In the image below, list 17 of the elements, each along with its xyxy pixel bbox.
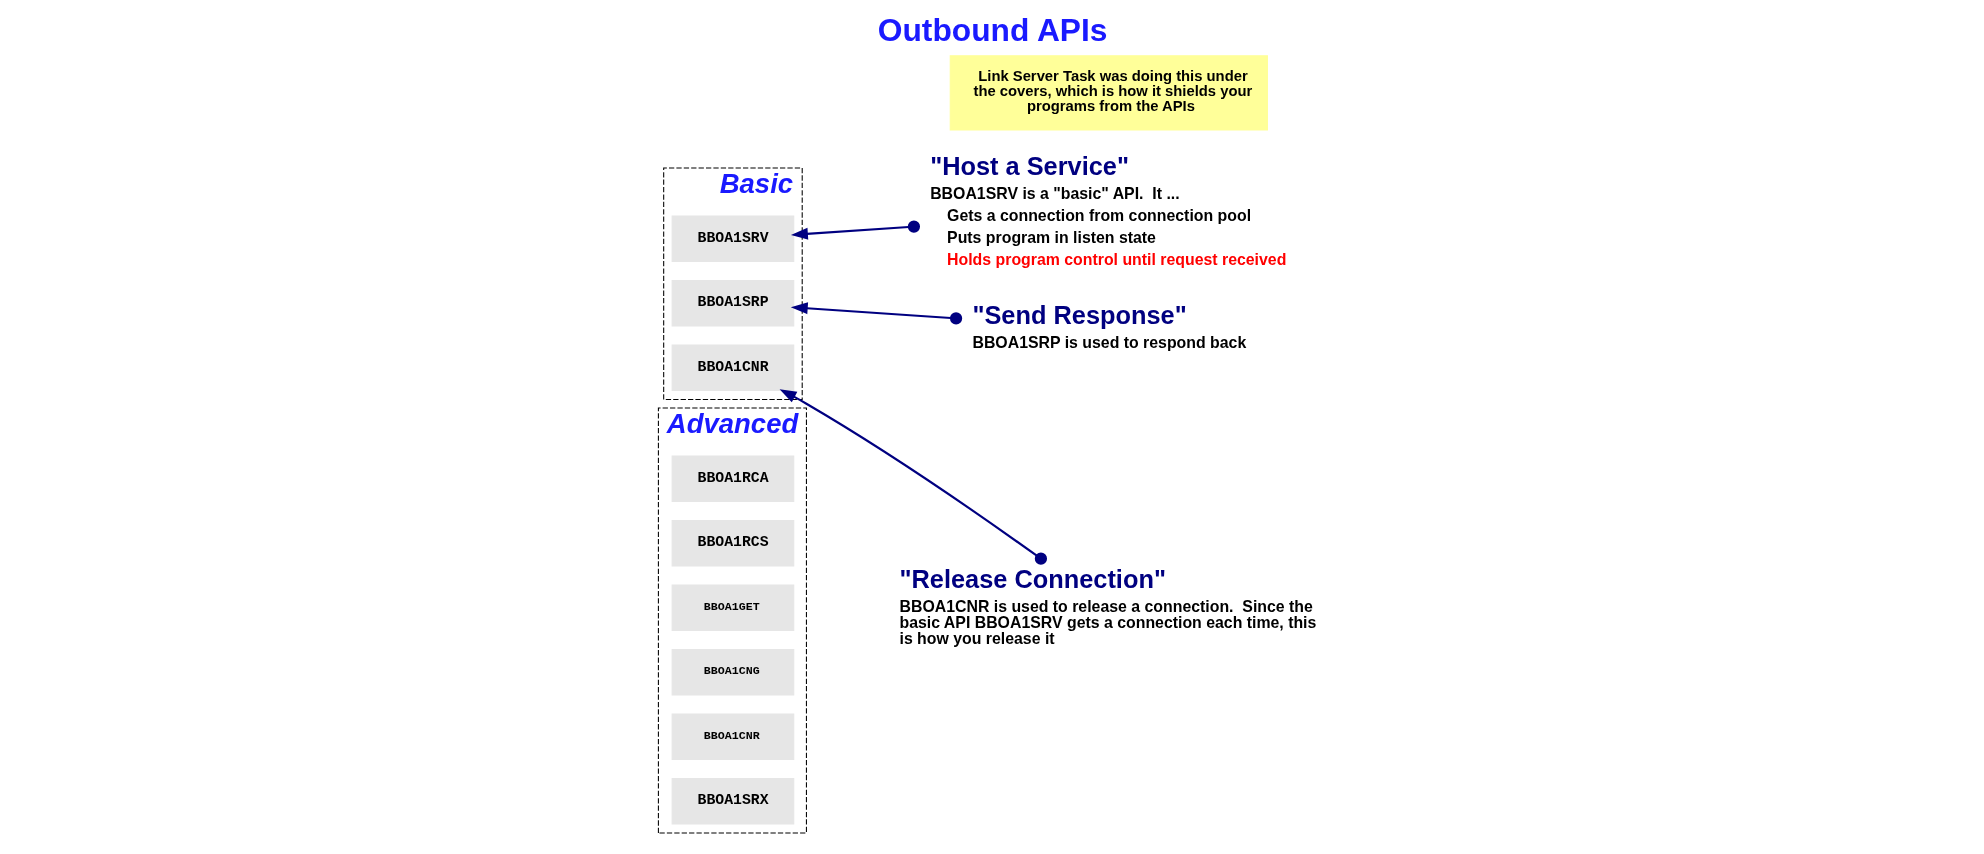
node-box: BBOA1CNR: [671, 344, 795, 392]
node-box: BBOA1RCA: [671, 455, 795, 503]
node-box: BBOA1RCS: [671, 520, 795, 567]
node-box: BBOA1GET: [671, 584, 795, 632]
node-box: Link Server Task was doing this under the covers, which is how it shields your programs from the APIs: [949, 55, 1268, 131]
node-text: "Send Response" BBOA1SRP is used to respond back: [972, 300, 1247, 351]
node-box: BBOA1CNR: [671, 713, 795, 761]
node-box: BBOA1SRV: [671, 215, 795, 263]
node-box: BBOA1SRX: [671, 778, 795, 825]
node-text: "Release Connection" BBOA1CNR is used to release a connection. Since the basic API BBOA1SRV gets a connection each time, this is how you release it: [899, 564, 1317, 647]
node-text: "Host a Service" BBOA1SRV is a "basic" API. It ... Gets a connection from connection pool Puts program in listen state Holds program control until request received: [930, 151, 1287, 269]
diagram-title: Outbound APIs: [877, 12, 1108, 49]
arrow: [779, 389, 1048, 565]
node-box: BBOA1SRP: [671, 280, 795, 327]
node-box: BBOA1CNG: [671, 649, 795, 696]
arrow: [790, 302, 963, 325]
arrow: [790, 220, 921, 240]
